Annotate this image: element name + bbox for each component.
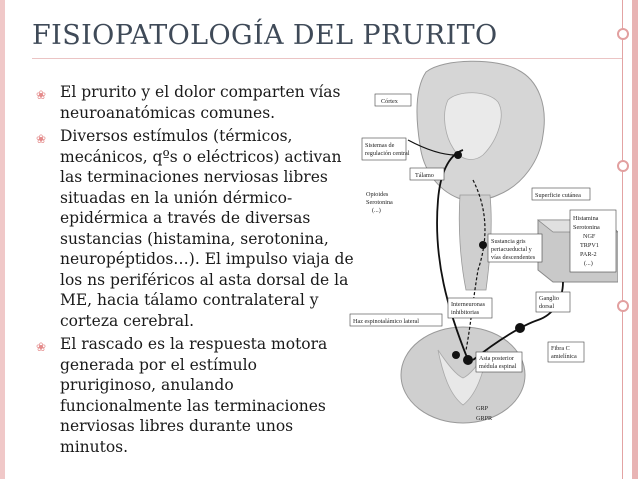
slide-border-right (632, 0, 638, 479)
slide-border-rule (622, 0, 623, 479)
descending-pathway-line (465, 179, 486, 351)
label-opioids-text-1: Opioides (366, 191, 389, 198)
label-surface-text: Superficie cutánea (535, 192, 581, 199)
interneuron-node (452, 351, 460, 359)
thalamus-connector (407, 139, 457, 156)
bullet-list: ❀ El prurito y el dolor comparten vías n… (36, 82, 356, 460)
slide-border-left (0, 0, 5, 479)
label-opioids-text-3: (...) (372, 207, 381, 214)
label-thalamus-text: Tálamo (415, 172, 434, 179)
bullet-item: ❀ El rascado es la respuesta motora gene… (36, 334, 356, 457)
bullet-text: Diversos estímulos (térmicos, mecánicos,… (60, 127, 354, 330)
circle-bullet-icon: ❀ (36, 340, 47, 354)
thalamus-node (454, 151, 462, 159)
title-divider (32, 58, 622, 59)
label-ganglion: Ganglio dorsal (535, 291, 571, 313)
label-mediators: Histamina Serotonina NGF TRPV1 PAR-2 (..… (569, 209, 617, 273)
label-mediators-text-1: Histamina (573, 215, 599, 222)
circle-bullet-icon: ❀ (36, 132, 47, 146)
label-mediators-text-5: PAR-2 (580, 251, 597, 258)
label-cortex-text: Córtex (381, 98, 399, 105)
label-control: Sistemas de regulación central (361, 137, 410, 161)
label-cortex: Córtex (374, 93, 412, 107)
label-grpr: GRPR (476, 415, 493, 422)
page-title: FISIOPATOLOGÍA DEL PRURITO (32, 20, 498, 51)
spinal-cord-grey-matter (437, 349, 489, 406)
label-opioids: Opioides Serotonina (...) (366, 191, 393, 214)
label-ganglion-text-1: Ganglio (539, 295, 559, 302)
brain-stem (458, 194, 492, 291)
ascending-pathway-line (436, 149, 469, 361)
label-dorsal-horn-text-1: Asta posterior (479, 355, 514, 362)
bullet-item: ❀ El prurito y el dolor comparten vías n… (36, 82, 356, 123)
label-cfiber-text-2: amielínica (551, 353, 577, 360)
bullet-item: ❀ Diversos estímulos (térmicos, mecánico… (36, 126, 356, 331)
circle-bullet-icon: ❀ (36, 88, 47, 102)
label-control-text-2: regulación central (365, 150, 410, 157)
label-control-text-1: Sistemas de (365, 142, 395, 149)
label-interneurons-text-1: Interneuronas (451, 301, 486, 308)
label-mediators-text-6: (...) (584, 260, 593, 267)
label-mediators-text-4: TRPV1 (580, 242, 599, 249)
spinal-cord-section (400, 326, 526, 424)
bullet-text: El rascado es la respuesta motora genera… (60, 335, 328, 456)
brain-inner (444, 92, 502, 160)
pag-node (479, 241, 487, 249)
label-pag-text-3: vías descendentes (491, 254, 536, 261)
label-pag: Sustancia gris periacueductal y vías des… (487, 233, 543, 263)
label-thalamus: Tálamo (409, 167, 445, 181)
ganglion-node (515, 323, 525, 333)
label-dorsal-horn: Asta posterior médula espinal (475, 351, 523, 373)
label-pag-text-2: periacueductal y (491, 246, 533, 253)
label-cfiber: Fibra C amielínica (547, 341, 585, 363)
border-ring-top (617, 28, 629, 40)
label-mediators-text-2: Serotonina (573, 224, 600, 231)
label-surface: Superficie cutánea (531, 187, 591, 201)
label-spinothalamic: Haz espinotalámico lateral (349, 313, 443, 327)
label-grp: GRP (476, 405, 489, 412)
label-opioids-text-2: Serotonina (366, 199, 393, 206)
label-mediators-text-3: NGF (583, 233, 596, 240)
label-spinothalamic-text: Haz espinotalámico lateral (353, 318, 419, 325)
label-dorsal-horn-text-2: médula espinal (479, 363, 517, 370)
bullet-text: El prurito y el dolor comparten vías neu… (60, 83, 341, 122)
label-interneurons: Interneuronas inhibitorias (447, 297, 493, 319)
label-cfiber-text-1: Fibra C (551, 345, 570, 352)
label-pag-text-1: Sustancia gris (491, 238, 526, 245)
dorsal-horn-node (463, 355, 473, 365)
pruritus-pathway-diagram: Córtex Sistemas de regulación central Tá… (349, 60, 618, 424)
border-ring-bottom (617, 300, 629, 312)
label-interneurons-text-2: inhibitorias (451, 309, 480, 316)
border-ring-middle (617, 160, 629, 172)
label-ganglion-text-2: dorsal (539, 303, 554, 310)
